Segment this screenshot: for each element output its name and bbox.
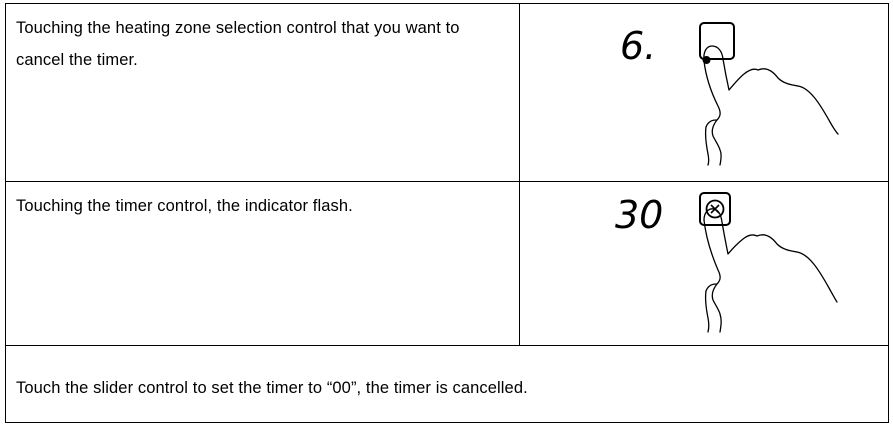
step-2-illustration: 30 bbox=[615, 192, 838, 333]
step-3-text-cell: Touch the slider control to set the time… bbox=[5, 345, 889, 423]
step-1-display-value: 6. bbox=[620, 24, 656, 68]
step-2-display: 30 bbox=[615, 193, 663, 237]
step-1-display: 6. bbox=[620, 24, 656, 68]
step-3-text: Touch the slider control to set the time… bbox=[16, 379, 528, 397]
step-1-figure-cell: 6. bbox=[519, 3, 889, 182]
step-2-figure-cell: 30 bbox=[519, 181, 889, 346]
step-1-illustration: 6. bbox=[620, 22, 839, 166]
pointing-hand-icon bbox=[703, 208, 838, 333]
step-row-2: Touching the timer control, the indicato… bbox=[5, 181, 889, 346]
step-2-text: Touching the timer control, the indicato… bbox=[16, 197, 353, 215]
instruction-table: Touching the heating zone selection cont… bbox=[5, 3, 889, 423]
step-row-1: Touching the heating zone selection cont… bbox=[5, 3, 889, 182]
step-row-3: Touch the slider control to set the time… bbox=[5, 345, 889, 423]
heating-zone-selection-control-icon bbox=[699, 22, 735, 60]
step-1-text-cell: Touching the heating zone selection cont… bbox=[5, 3, 520, 182]
step-2-text-cell: Touching the timer control, the indicato… bbox=[5, 181, 520, 346]
pointing-hand-icon bbox=[702, 45, 839, 166]
step-2-display-value: 30 bbox=[615, 193, 663, 237]
step-1-text: Touching the heating zone selection cont… bbox=[16, 19, 460, 69]
